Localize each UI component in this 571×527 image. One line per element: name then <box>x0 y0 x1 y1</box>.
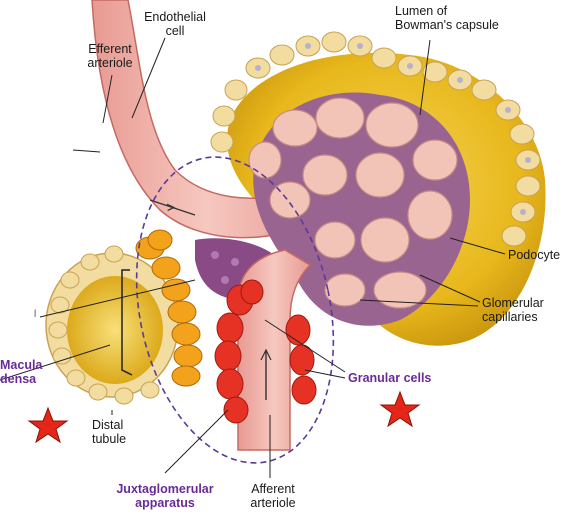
label-macula-densa: Macula densa <box>0 358 43 386</box>
star-icon <box>27 406 69 444</box>
star-icon <box>379 390 421 428</box>
label-endothelial-cell: Endothelial cell <box>144 10 206 38</box>
macula-densa-cells <box>135 229 203 387</box>
label-granular-cells: Granular cells <box>348 371 432 385</box>
distal-tubule <box>45 245 179 405</box>
label-lumen-bowmans-capsule: Lumen of Bowman's capsule <box>395 4 499 32</box>
granular-cells <box>214 279 317 424</box>
label-juxtaglomerular-apparatus: Juxtaglomerular apparatus <box>116 482 214 510</box>
glomerular-tuft <box>248 92 470 326</box>
label-efferent-arteriole: Efferent arteriole <box>87 42 133 70</box>
macula-bracket <box>121 269 133 376</box>
label-glomerular-capillaries: Glomerular capillaries <box>482 296 544 324</box>
label-podocyte: Podocyte <box>508 248 561 262</box>
label-distal-tubule: Distal tubule <box>92 418 127 446</box>
label-stray-mark: l <box>34 309 37 320</box>
label-afferent-arteriole: Afferent arteriole <box>250 482 296 510</box>
jga-dashed-outline <box>135 156 335 464</box>
leader-lines <box>0 37 506 478</box>
